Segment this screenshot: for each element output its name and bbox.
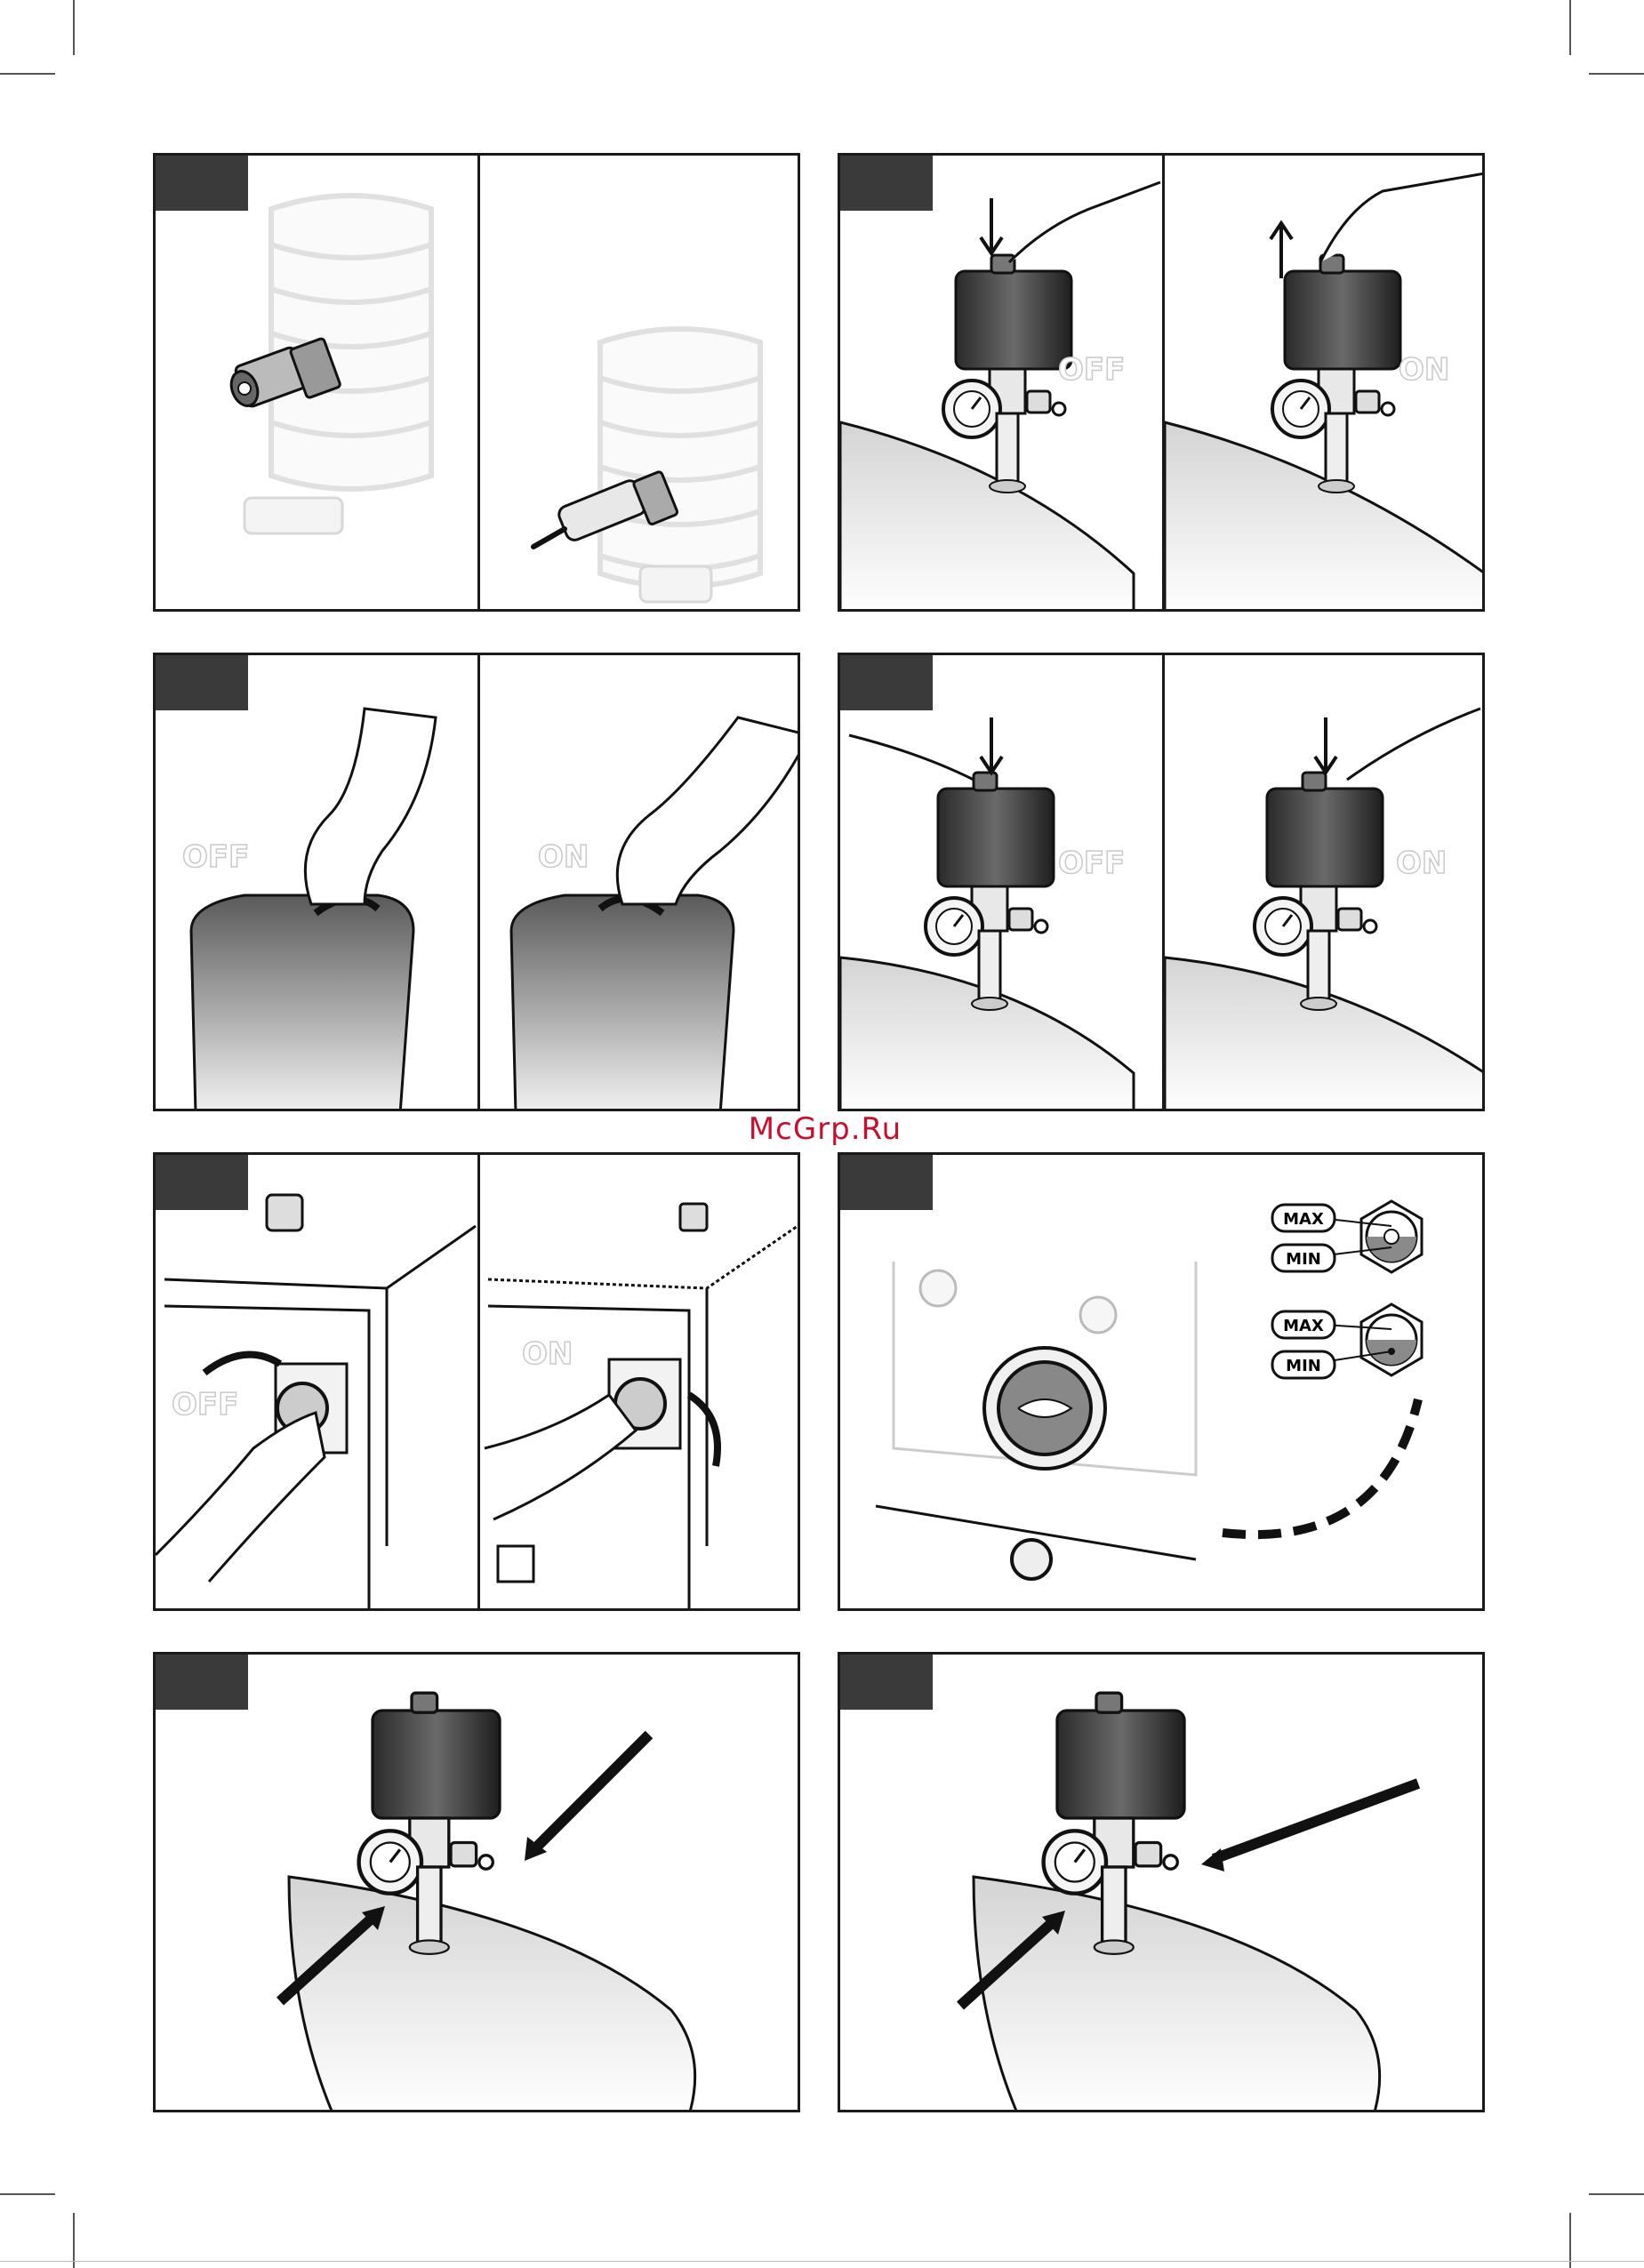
pressure-switch bbox=[943, 255, 1071, 493]
panel-8 bbox=[838, 1652, 1485, 2112]
arrow-up-icon bbox=[1271, 223, 1292, 278]
dashed-path bbox=[1223, 1399, 1418, 1535]
arrow-down-icon bbox=[981, 198, 1002, 253]
figure-number-tag bbox=[156, 1655, 248, 1710]
figure-number-tag bbox=[156, 1155, 248, 1210]
min-label: MIN bbox=[1286, 1250, 1321, 1269]
panel-6: MAX MIN MAX MIN bbox=[838, 1152, 1485, 1611]
off-label: OFF bbox=[172, 1387, 238, 1423]
panel-5: OFF ON bbox=[153, 1152, 800, 1611]
on-label: ON bbox=[1399, 352, 1449, 388]
panel-3: OFF ON bbox=[153, 653, 800, 1111]
crop-mark bbox=[0, 2193, 55, 2195]
arrow-icon bbox=[1214, 1783, 1418, 1859]
arrow-down-icon bbox=[1315, 717, 1336, 773]
on-label: ON bbox=[522, 1336, 573, 1372]
panel-divider bbox=[477, 655, 480, 1109]
panel-4: OFF ON bbox=[838, 653, 1485, 1111]
on-label: ON bbox=[1396, 845, 1447, 881]
oil-level-illustration: MAX MIN MAX MIN bbox=[840, 1155, 1485, 1611]
off-label: OFF bbox=[182, 839, 249, 875]
rotate-arrow-icon bbox=[204, 1355, 280, 1373]
crop-mark bbox=[1589, 73, 1644, 75]
arrow-down-icon bbox=[981, 717, 1002, 773]
crop-mark bbox=[1569, 2213, 1571, 2268]
hand-icon bbox=[1009, 182, 1160, 262]
crop-mark bbox=[0, 2261, 1644, 2262]
panel-divider bbox=[477, 1155, 480, 1608]
watermark: McGrp.Ru bbox=[736, 1111, 914, 1147]
hand-icon bbox=[156, 1413, 325, 1582]
rotate-arrow-icon bbox=[689, 1395, 718, 1466]
on-label: ON bbox=[538, 839, 589, 875]
panel-divider bbox=[1162, 156, 1165, 609]
panel-divider bbox=[477, 156, 480, 609]
sight-glass-min bbox=[1361, 1304, 1422, 1375]
crop-mark bbox=[0, 73, 55, 75]
crop-mark bbox=[1589, 2193, 1644, 2195]
figure-number-tag bbox=[840, 1155, 933, 1210]
panel-7 bbox=[153, 1652, 800, 2112]
pressure-switch-illustration bbox=[840, 1655, 1485, 2112]
figure-number-tag bbox=[840, 156, 933, 211]
figure-number-tag bbox=[156, 655, 248, 710]
hand-icon bbox=[485, 1395, 636, 1519]
hand-icon bbox=[305, 709, 436, 904]
arrow-icon bbox=[533, 1735, 649, 1850]
pressure-switch bbox=[926, 773, 1054, 1010]
figure-number-tag bbox=[156, 156, 248, 211]
hand-icon bbox=[849, 735, 974, 780]
crop-mark bbox=[73, 0, 75, 55]
off-label: OFF bbox=[1058, 845, 1125, 881]
hand-icon bbox=[1347, 709, 1480, 780]
min-label: MIN bbox=[1286, 1357, 1321, 1375]
pressure-switch-illustration bbox=[156, 1655, 800, 2112]
pressure-switch bbox=[1255, 773, 1383, 1010]
off-label: OFF bbox=[1058, 352, 1125, 388]
panel-2: OFF ON bbox=[838, 153, 1485, 612]
crop-mark bbox=[1569, 0, 1571, 55]
crop-mark bbox=[73, 2213, 75, 2268]
figure-number-tag bbox=[840, 1655, 933, 1710]
hand-icon bbox=[1320, 173, 1485, 262]
pressure-switch bbox=[1272, 255, 1400, 493]
hand-icon bbox=[617, 717, 800, 904]
max-label: MAX bbox=[1283, 1210, 1324, 1229]
sight-glass-max bbox=[1361, 1201, 1422, 1272]
panel-1 bbox=[153, 153, 800, 612]
panel-divider bbox=[1162, 655, 1165, 1109]
max-label: MAX bbox=[1283, 1317, 1324, 1335]
figure-number-tag bbox=[840, 655, 933, 710]
